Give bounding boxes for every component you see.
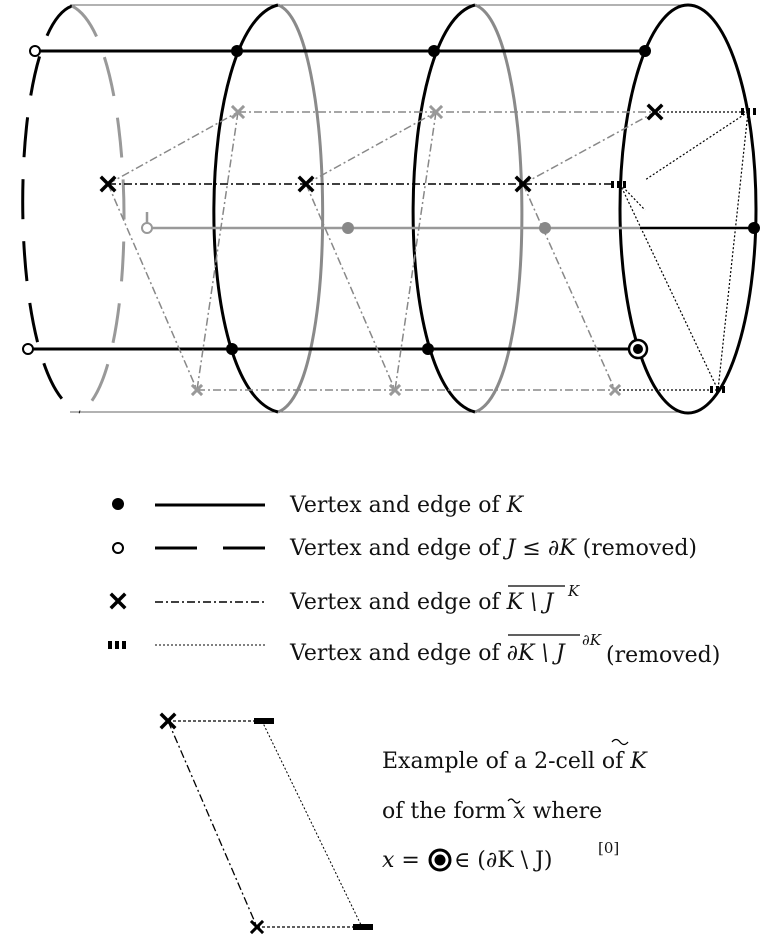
vertex-k-back xyxy=(539,222,551,234)
cell-tick-vertex-bottom xyxy=(353,924,373,930)
legend-item-4-suffix: (removed) xyxy=(606,643,720,668)
cross-vertex xyxy=(297,175,315,193)
dashdot-diag-7 xyxy=(196,111,239,391)
legend-item-4-superscript: ∂K xyxy=(582,631,602,649)
example-caption: Example of a 2-cell of K of the form x w… xyxy=(382,738,648,873)
example-line-3-rhs: ∈ (∂K \ J) xyxy=(454,848,552,873)
bullseye-vertex-icon xyxy=(428,848,452,872)
vertex-j-back xyxy=(141,222,153,234)
removed-boundary-front-arc xyxy=(21,4,81,414)
triple-tick-icon xyxy=(108,641,126,649)
cross-vertex-back xyxy=(608,383,622,397)
vertex-k xyxy=(226,343,238,355)
ring-3-ellipse xyxy=(618,3,758,415)
cross-vertex-back xyxy=(190,383,204,397)
example-line-1: Example of a 2-cell of K xyxy=(382,749,648,774)
hollow-dot-icon xyxy=(112,542,124,554)
cross-vertex-back xyxy=(230,104,246,120)
legend-item-3-text: Vertex and edge of K \ J xyxy=(289,590,554,615)
cell-cross-vertex-top xyxy=(159,712,177,730)
cross-icon xyxy=(109,592,127,610)
legend-item-1-text: Vertex and edge of K xyxy=(289,493,525,518)
legend: Vertex and edge of K Vertex and edge of … xyxy=(108,493,720,668)
tick-vertex xyxy=(710,386,725,393)
vertex-k xyxy=(422,343,434,355)
special-vertex-x xyxy=(627,338,649,360)
vertex-k xyxy=(428,45,440,57)
cross-vertex xyxy=(646,103,664,121)
dashdot-diag-6 xyxy=(522,183,616,391)
tilde-x xyxy=(507,798,521,804)
example-line-2: of the form x where xyxy=(382,799,602,824)
vertex-k-back xyxy=(342,222,354,234)
filled-dot-icon xyxy=(112,498,124,510)
cross-vertex-back xyxy=(428,104,444,120)
cell-right-edge xyxy=(261,720,363,928)
dotted-diag-4 xyxy=(644,111,749,181)
legend-item-4-text: Vertex and edge of ∂K \ J xyxy=(289,641,566,666)
legend-item-3-superscript: K xyxy=(567,582,580,600)
legend-item-2-text: Vertex and edge of J ≤ ∂K (removed) xyxy=(289,536,697,561)
ring-2-back-arc xyxy=(474,3,524,414)
dashdot-diag-1 xyxy=(107,111,239,185)
tick-vertex xyxy=(741,108,756,115)
vertex-k xyxy=(748,222,760,234)
vertex-j xyxy=(22,343,34,355)
ring-1-front-arc xyxy=(212,3,279,414)
dashdot-diag-5 xyxy=(305,183,396,391)
example-line-3-sup: [0] xyxy=(598,839,619,857)
example-2-cell xyxy=(159,712,373,935)
dashdot-diag-2 xyxy=(305,111,437,185)
dotted-diag-1 xyxy=(619,183,719,391)
vertex-j xyxy=(29,45,41,57)
dashdot-diag-3 xyxy=(522,111,656,185)
cross-vertex xyxy=(99,175,117,193)
dashdot-diag-4 xyxy=(107,183,198,391)
tick-vertex xyxy=(611,181,626,188)
cylinder-figure xyxy=(21,3,760,415)
tilde-k xyxy=(611,738,629,746)
example-line-3-lhs: x = xyxy=(382,848,420,873)
dotted-diag-2 xyxy=(717,111,749,391)
removed-boundary-back-arc xyxy=(71,4,126,414)
cross-vertex xyxy=(514,175,532,193)
vertex-k xyxy=(639,45,651,57)
cell-tick-vertex-top xyxy=(254,718,274,724)
vertex-k xyxy=(231,45,243,57)
dashdot-diag-8 xyxy=(394,111,437,391)
ring-1-back-arc xyxy=(277,3,325,414)
cross-vertex-back xyxy=(388,383,402,397)
cell-cross-vertex-bottom xyxy=(249,919,265,935)
cell-left-edge xyxy=(167,720,258,928)
ring-2-front-arc xyxy=(411,3,476,414)
